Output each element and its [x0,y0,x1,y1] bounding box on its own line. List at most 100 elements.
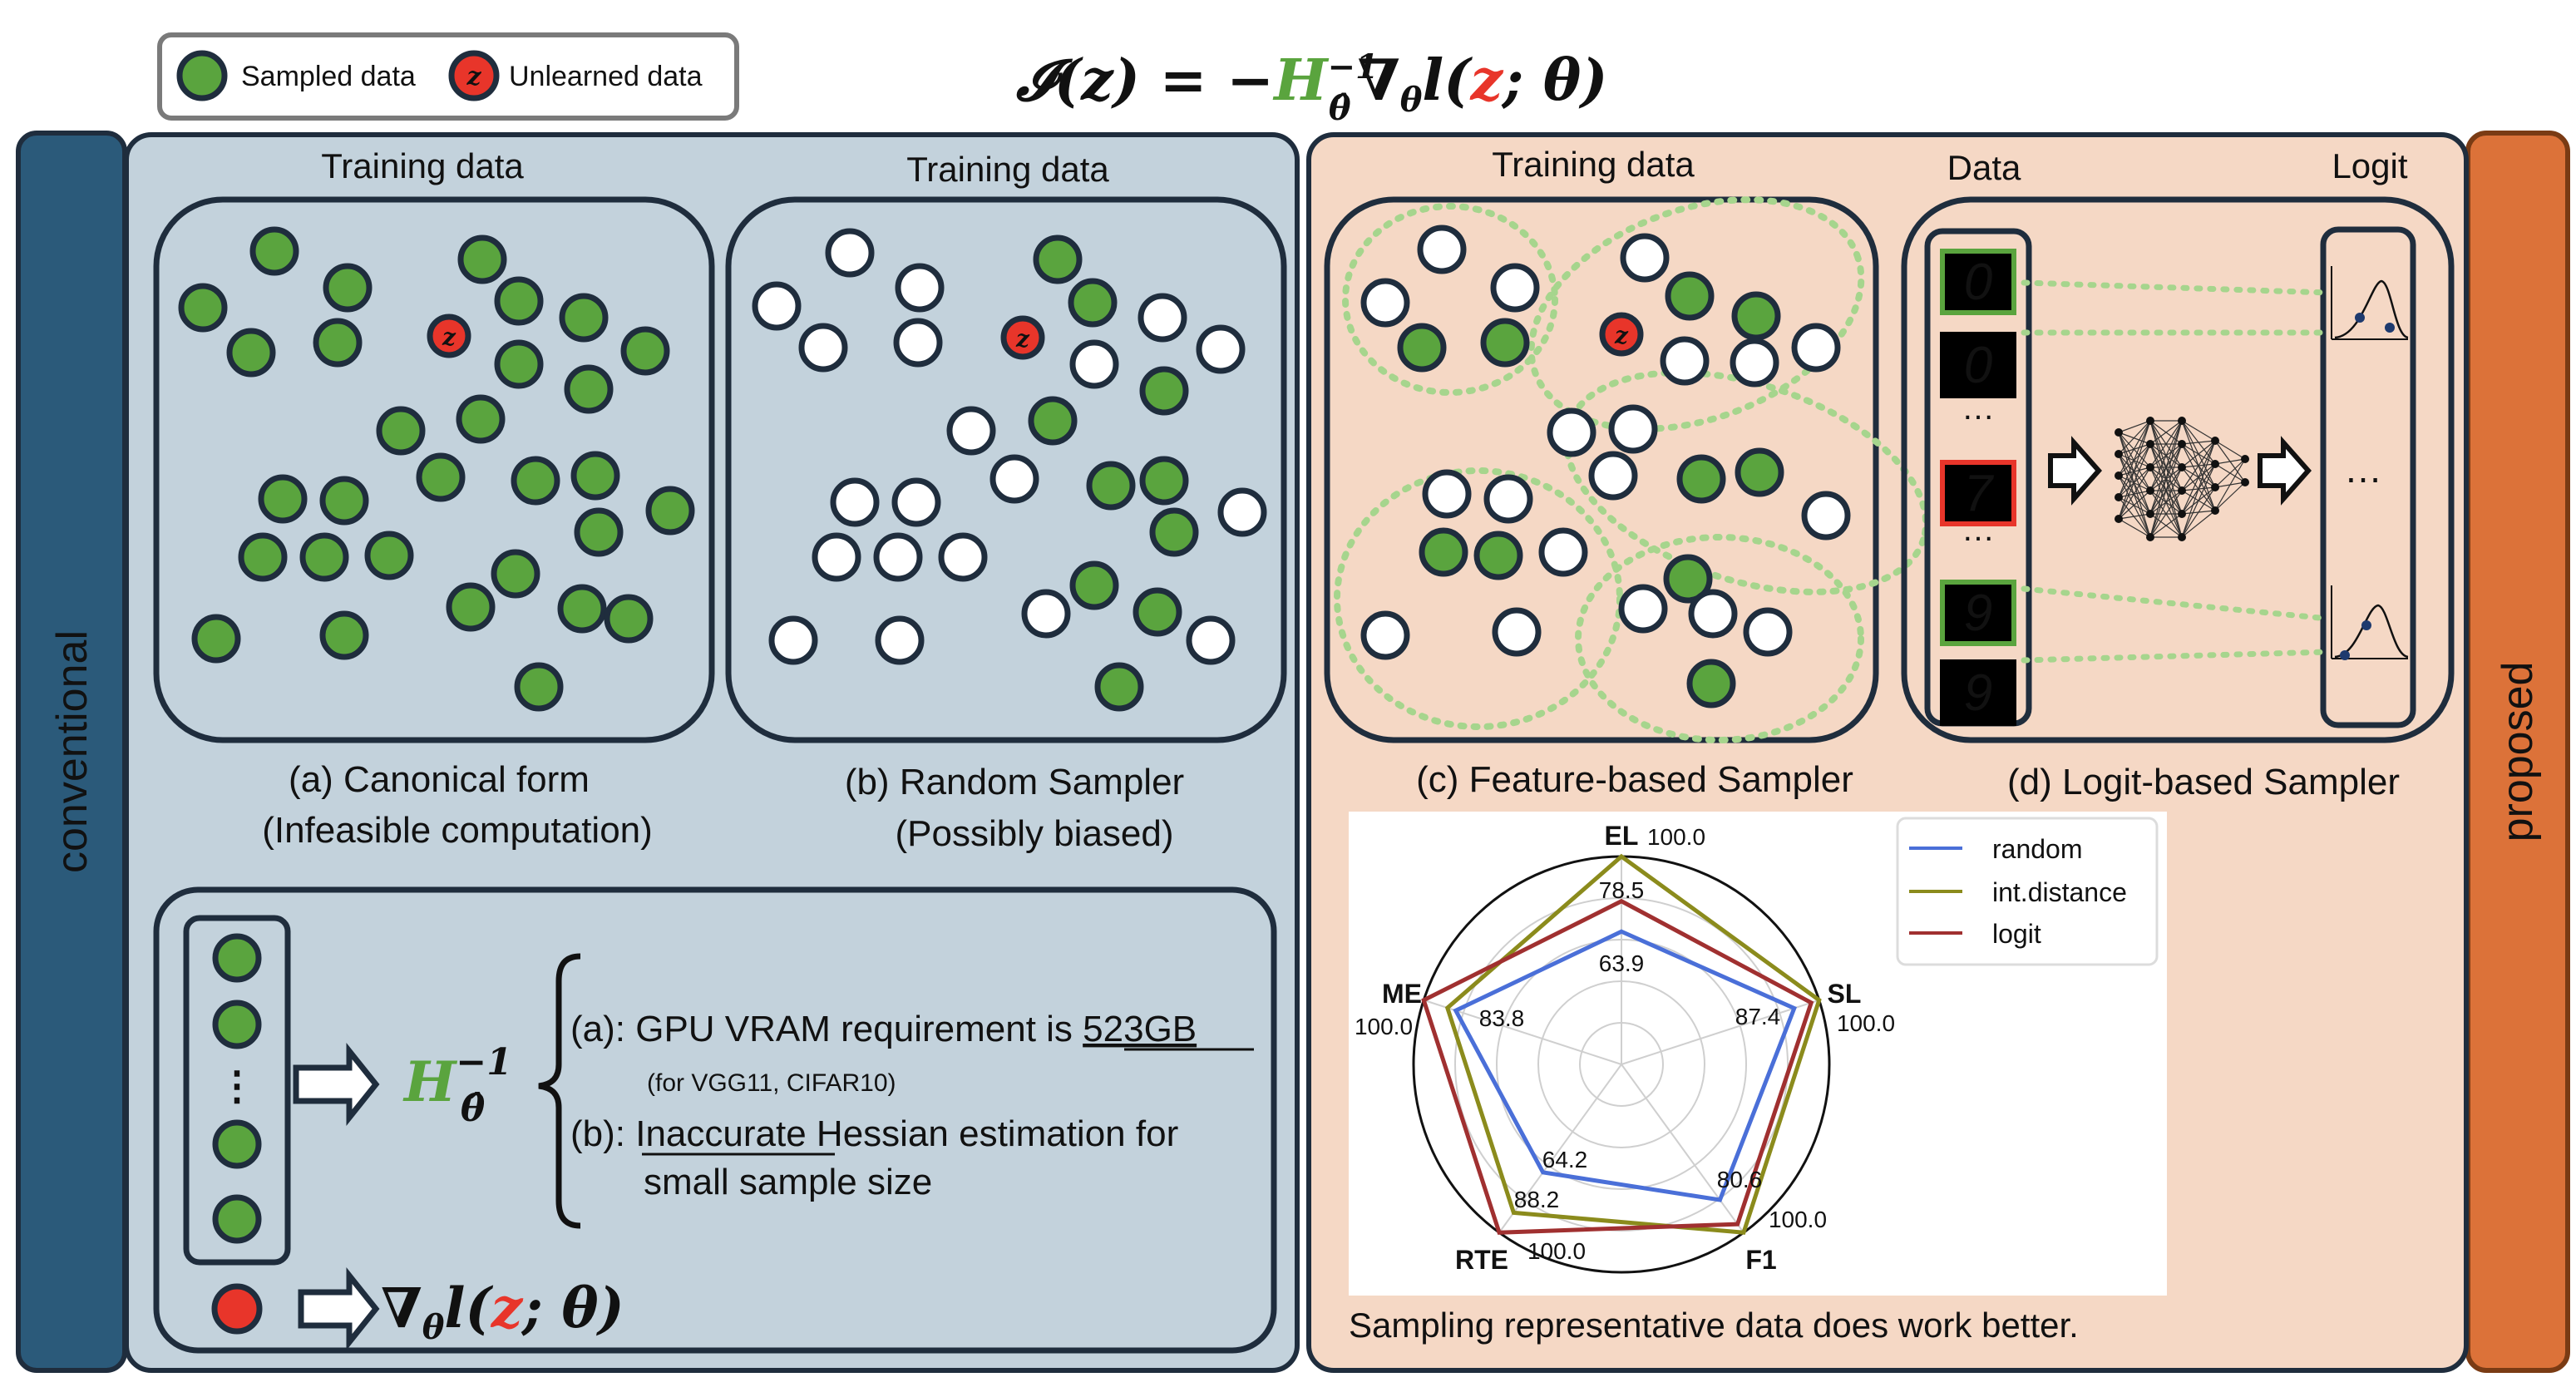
sampled-data-point [1663,554,1713,604]
panel-c-header: Training data [1492,145,1695,184]
sample-stack [183,915,291,1266]
data-point [1021,589,1071,639]
z-glyph: z [1614,322,1629,349]
radar-value-label: 100.0 [1647,824,1705,850]
data-point [1137,293,1187,343]
radar-axis-label: SL [1828,979,1862,1009]
data-point [1538,527,1588,577]
legend-logit-text: logit [1992,919,2041,949]
radar-legend: random int.distance logit [1896,817,2159,966]
sampled-data-point [491,549,540,599]
panel-a-points: z [178,226,695,712]
cluster-5 [1575,534,1864,743]
radar-axis-label: ME [1382,979,1422,1009]
sampled-data-point [364,531,414,580]
neuron [2178,486,2186,495]
panel-a-note: (Infeasible computation) [262,810,653,851]
neuron [2115,493,2123,501]
data-point [1660,336,1710,386]
sampled-data-point [1033,234,1083,284]
data-point [1360,278,1410,328]
sampled-data-point [313,318,363,368]
data-point [1360,610,1410,660]
data-ellipsis-2: … [1962,511,1995,548]
gradient-symbol: ∇θl(z; θ) [381,1276,624,1347]
data-point [1217,487,1267,537]
proposed-label: proposed [2494,662,2542,842]
arrow-to-gradient [298,1267,380,1350]
panel-c-box [1324,196,1879,743]
arrow-to-network [2048,436,2103,506]
data-point [1196,324,1246,374]
digit-tile [1940,332,2016,398]
sampled-data-point [212,1194,262,1244]
sampled-data-point [299,532,349,582]
legend-z-glyph: z [466,62,481,91]
brace [538,953,581,1229]
panel-b-caption: (b) Random Sampler [845,762,1184,802]
radar-value-label: 88.2 [1514,1187,1560,1212]
sampled-data-point [178,283,228,333]
digit-glyph: 7 [1964,465,1995,522]
data-point [812,532,861,582]
sampled-data-point [319,610,369,660]
neuron [2115,515,2123,523]
link-bottom [2021,585,2332,622]
arrow-to-logit [2258,436,2312,506]
neuron [2146,440,2154,448]
sampled-data-point [212,1119,262,1169]
neuron [2115,450,2123,458]
sampled-data-point [1397,323,1447,373]
neuron [2115,428,2123,437]
neuron [2211,437,2219,445]
digit-tile [1940,460,2016,526]
sampled-data-marker [176,50,228,101]
legend-random-text: random [1992,834,2083,864]
sampled-data-point [514,662,564,712]
sampled-data-point [559,293,609,343]
data-point [752,281,802,331]
data-point [946,406,996,456]
logit-ellipsis: … [2344,447,2382,491]
neuron [2178,440,2186,448]
data-point [893,318,943,368]
sampled-data-point [1139,366,1189,416]
panel-a-caption: (a) Canonical form [289,759,590,800]
legend-distance-text: int.distance [1992,877,2127,907]
sampled-data-point [1094,662,1144,712]
unlearned-data-marker [448,50,500,101]
panel-b-points: z [752,228,1267,712]
sampled-data-point [258,474,308,524]
sampled-data-point [1473,531,1523,580]
data-point [1186,615,1236,665]
sampled-data-point [1686,659,1736,708]
stack-ellipsis: ⋮ [217,1064,257,1108]
data-ellipsis-1: … [1962,390,1995,427]
sampled-data-point [645,486,695,536]
radar-value-label: 63.9 [1599,950,1645,976]
arrow-to-hessian [293,1043,380,1126]
logit-column [2320,226,2416,728]
unlearned-data-point [1000,315,1045,360]
sampled-data-point [1419,527,1468,577]
radar-value-label: 78.5 [1599,877,1645,903]
neuron [2178,510,2186,518]
digit-tile [1940,659,2016,726]
cluster-4 [1334,467,1623,730]
conventional-label: conventional [48,630,96,873]
data-point [1069,339,1119,389]
data-point [1791,323,1841,373]
sampled-data-point [1735,447,1784,497]
hessian-box [153,886,1277,1354]
data-point [1688,589,1738,639]
radar-series-int-distance [1444,853,1822,1235]
hessian-line-b2: small sample size [644,1162,932,1202]
radar-value-label: 83.8 [1479,1005,1525,1031]
panel-a-header: Training data [321,146,524,185]
panel-d-box [1901,196,2455,743]
digit-glyph: 0 [1964,337,1992,394]
digit-tile [1940,580,2016,646]
dashed-links [2021,279,2332,664]
neural-network-icon [2115,417,2249,541]
